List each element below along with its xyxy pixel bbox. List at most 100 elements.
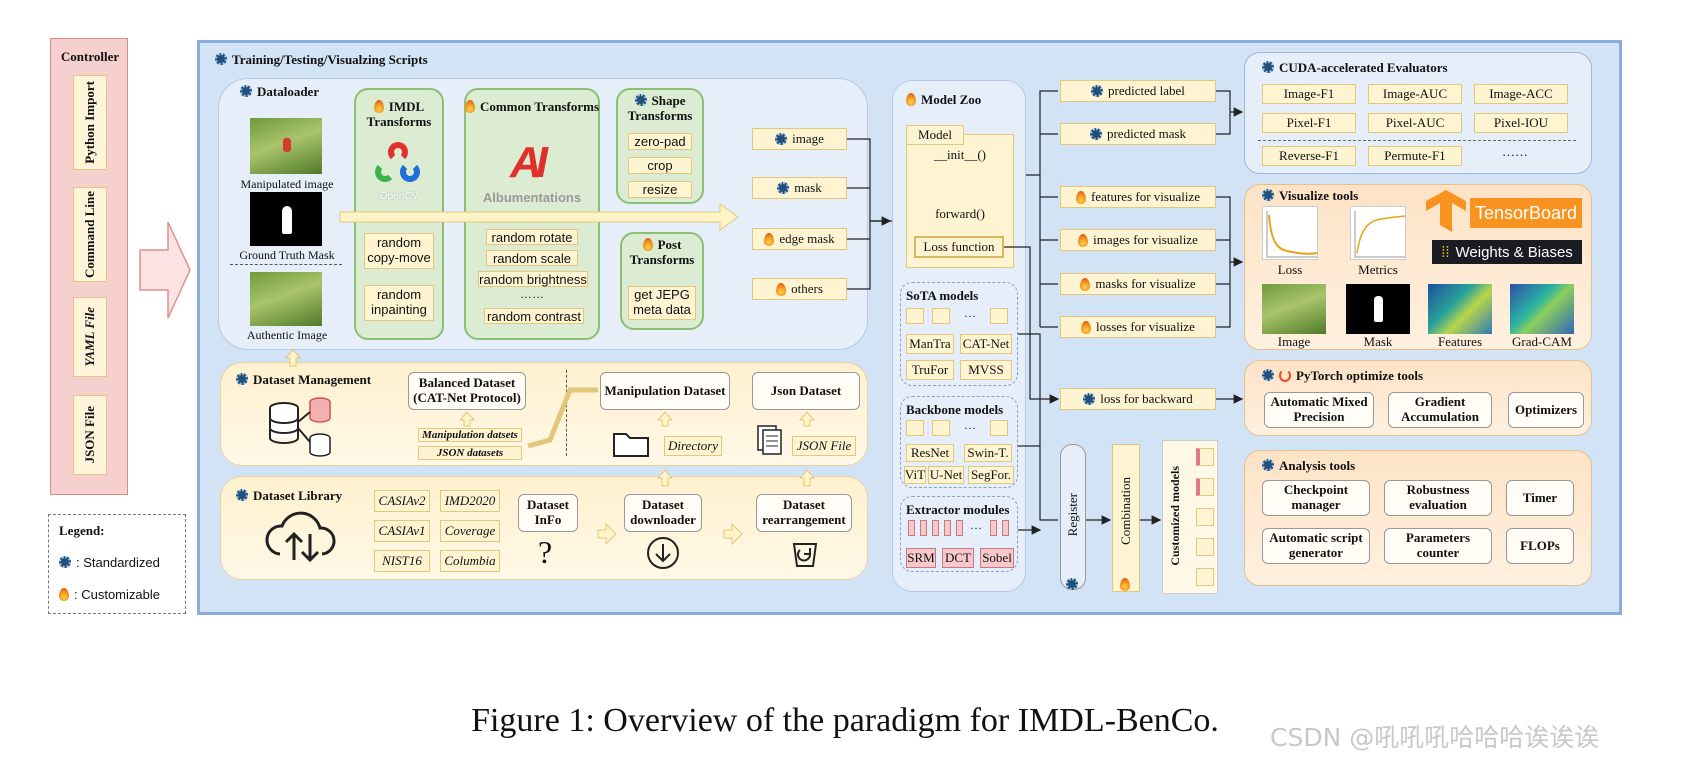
- ground-truth-mask-image: [250, 192, 322, 246]
- output-predicted-mask: predicted mask: [1060, 123, 1216, 145]
- flame-icon: [59, 588, 69, 601]
- flame-icon: [906, 93, 916, 106]
- dataset-imd2020: IMD2020: [440, 490, 500, 512]
- common-transforms-title: Common Transforms: [464, 99, 600, 115]
- evaluators-title: CUDA-accelerated Evaluators: [1262, 60, 1448, 76]
- customized-models-label: Customized models: [1167, 466, 1182, 566]
- extractor-dct: DCT: [942, 548, 974, 568]
- eval-pixel-iou: Pixel-IOU: [1474, 113, 1568, 133]
- pytorch-logo-icon: [1279, 369, 1291, 382]
- cloud-sync-icon: [264, 510, 340, 564]
- analysis-tools-title: Analysis tools: [1262, 458, 1355, 474]
- opencv-logo: [372, 142, 426, 194]
- post-transforms-title: Post Transforms: [629, 237, 695, 267]
- visualize-mask-label: Mask: [1363, 334, 1393, 349]
- resize: resize: [628, 181, 692, 198]
- model-label: Model: [906, 125, 964, 145]
- controller-title: Controller: [60, 49, 120, 64]
- download-icon: [646, 536, 680, 570]
- extractor-modules-box: [900, 496, 1018, 572]
- visualize-features-label: Features: [1437, 334, 1483, 349]
- visualize-mask: [1346, 284, 1410, 334]
- eval-ellipsis: ……: [1502, 144, 1528, 159]
- tool-gradient-accumulation: Gradient Accumulation: [1388, 392, 1492, 428]
- folder-icon: [990, 420, 1008, 436]
- database-icon: [268, 396, 332, 458]
- dataset-casiav1: CASIAv1: [374, 520, 430, 542]
- random-brightness: random brightness: [478, 271, 588, 287]
- get-jpeg-meta-data: get JEPG meta data: [628, 286, 696, 320]
- flame-icon: [642, 238, 653, 251]
- figure-caption: Figure 1: Overview of the paradigm for I…: [471, 702, 1219, 739]
- output-predicted-label: predicted label: [1060, 80, 1216, 102]
- manipulation-datsets-label: Manipulation datsets: [418, 428, 522, 442]
- ground-truth-mask-label: Ground Truth Mask: [239, 248, 335, 262]
- backbone-u-net: U-Net: [928, 466, 964, 484]
- register-gear-icon: [1066, 574, 1083, 593]
- loss-plot: [1262, 206, 1318, 260]
- visualize-image-label: Image: [1277, 334, 1311, 349]
- dataset-info-box: Dataset InFo: [518, 494, 578, 532]
- tool-automatic-script-generator: Automatic script generator: [1262, 528, 1370, 564]
- tool-robustness-evaluation: Robustness evaluation: [1384, 480, 1492, 516]
- dataset-columbia: Columbia: [440, 550, 500, 572]
- flame-icon: [1075, 190, 1086, 204]
- combination-box: [1112, 444, 1140, 592]
- manipulated-image-label: Manipulated image: [240, 177, 334, 191]
- controller-item-json-file: JSON File: [73, 395, 107, 475]
- gear-icon: [236, 489, 248, 501]
- question-mark-icon: ?: [538, 534, 553, 570]
- backbone-segformer: SegFor.: [968, 466, 1014, 484]
- random-rotate: random rotate: [486, 229, 578, 245]
- image-divider: [230, 264, 342, 265]
- gear-icon: [1091, 85, 1104, 97]
- output-image: image: [752, 128, 847, 150]
- gear-icon: [1262, 369, 1274, 381]
- tool-flops: FLOPs: [1506, 528, 1574, 564]
- controller-item-command-line: Command Line: [73, 187, 107, 282]
- gear-icon: [59, 556, 71, 568]
- gear-icon: [1262, 61, 1274, 73]
- output-loss-for-backward: loss for backward: [1060, 388, 1216, 410]
- dataset-casiav2: CASIAv2: [374, 490, 430, 512]
- gear-icon: [1083, 393, 1096, 405]
- metrics-plot-label: Metrics: [1358, 262, 1398, 277]
- json-file-label: JSON File: [792, 436, 856, 456]
- random-inpainting: random inpainting: [364, 285, 434, 321]
- shape-transforms-title: Shape Transforms: [627, 93, 693, 123]
- random-contrast: random contrast: [484, 308, 584, 324]
- extractor-srm: SRM: [906, 548, 936, 568]
- backbone-models-title: Backbone models: [906, 402, 1004, 417]
- management-divider: [566, 370, 567, 456]
- legend-customizable: : Customizable: [59, 587, 160, 602]
- tool-timer: Timer: [1506, 480, 1574, 516]
- eval-image-f1: Image-F1: [1262, 84, 1356, 104]
- dataset-coverage: Coverage: [440, 520, 500, 542]
- directory-label: Directory: [664, 436, 722, 456]
- tool-checkpoint-manager: Checkpoint manager: [1262, 480, 1370, 516]
- json-datasets-label: JSON datasets: [418, 446, 522, 460]
- tool-automatic-mixed-precision: Automatic Mixed Precision: [1264, 392, 1374, 428]
- sota-ellipsis: …: [964, 306, 976, 320]
- legend: Legend: : Standardized : Customizable: [48, 514, 186, 614]
- tensorboard-logo-icon: [1426, 190, 1466, 232]
- flame-icon: [1081, 320, 1092, 334]
- eval-pixel-f1: Pixel-F1: [1262, 113, 1356, 133]
- wandb-label: ⁞⁞Weights & Biases: [1432, 240, 1582, 264]
- sota-mantra: ManTra: [906, 334, 954, 354]
- combination-label: Combination: [1118, 477, 1133, 545]
- sota-cat-net: CAT-Net: [960, 334, 1012, 354]
- extractor-feature-bars: …: [908, 518, 1012, 538]
- output-images-for-visualize: images for visualize: [1060, 229, 1216, 251]
- dataloader-title: Dataloader: [240, 84, 319, 100]
- visualize-features: [1428, 284, 1492, 334]
- tensorboard-label: TensorBoard: [1470, 198, 1582, 228]
- common-transforms-ellipsis: ……: [520, 287, 544, 301]
- eval-image-acc: Image-ACC: [1474, 84, 1568, 104]
- dataset-library-title: Dataset Library: [236, 488, 342, 504]
- albumentations-logo-text: Albumentations: [482, 190, 582, 205]
- common-transforms-box: [464, 88, 600, 340]
- output-masks-for-visualize: masks for visualize: [1060, 273, 1216, 295]
- controller-item-yaml-file: YAML File: [73, 297, 107, 377]
- flame-icon: [764, 232, 775, 246]
